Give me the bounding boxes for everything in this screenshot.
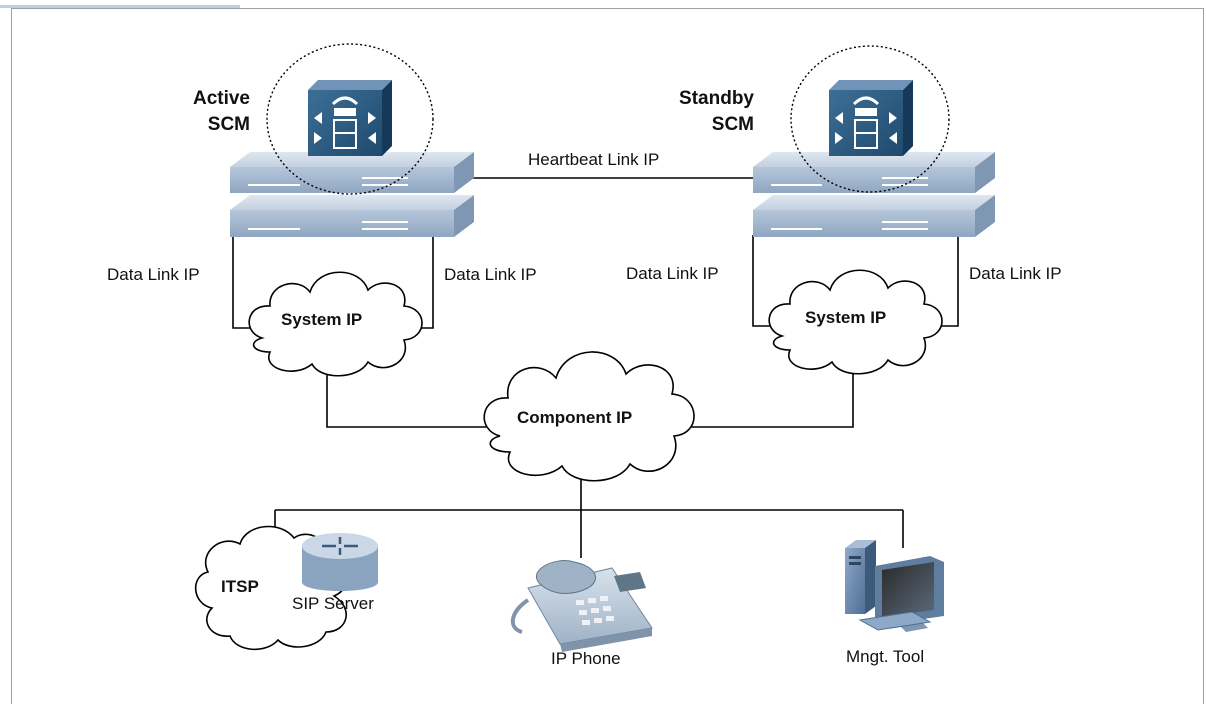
- right-data-link-right-label: Data Link IP: [969, 264, 1062, 283]
- ip-phone-label: IP Phone: [551, 649, 621, 668]
- heartbeat-link-label: Heartbeat Link IP: [528, 150, 660, 169]
- sip-server-label: SIP Server: [292, 594, 374, 613]
- standby-scm-label: Standby SCM: [670, 86, 754, 138]
- left-system-to-component-line: [326, 368, 497, 428]
- figure-frame: [11, 8, 1204, 704]
- right-data-link-right-line: [935, 235, 959, 327]
- active-scm-icon: [266, 43, 434, 195]
- itsp-label: ITSP: [221, 577, 259, 596]
- left-system-ip-label: System IP: [281, 310, 363, 329]
- right-system-to-component-line: [690, 368, 854, 428]
- active-scm-label-line1: Active: [192, 88, 250, 109]
- ip-phone-icon: [511, 560, 653, 652]
- management-pc-icon: [845, 540, 944, 632]
- active-scm-device-stack: [230, 152, 474, 237]
- standby-scm-icon: [790, 45, 950, 193]
- right-system-ip-label: System IP: [805, 308, 887, 327]
- sip-server-icon: [302, 533, 378, 591]
- left-data-link-left-label: Data Link IP: [107, 265, 200, 284]
- right-system-ip-cloud: [768, 269, 943, 375]
- standby-scm-label-line2: SCM: [711, 114, 754, 135]
- active-scm-label: Active SCM: [176, 86, 250, 138]
- component-ip-label: Component IP: [517, 408, 633, 427]
- figure-caption-strip: [0, 0, 1206, 8]
- mngt-tool-label: Mngt. Tool: [846, 647, 925, 666]
- left-system-ip-cloud: [248, 271, 423, 377]
- left-data-link-right-label: Data Link IP: [444, 265, 537, 284]
- standby-scm-label-line1: Standby: [679, 88, 754, 109]
- standby-scm-device-stack: [753, 152, 995, 237]
- active-scm-label-line2: SCM: [207, 114, 250, 135]
- component-ip-cloud: [483, 351, 695, 482]
- right-data-link-left-label: Data Link IP: [626, 264, 719, 283]
